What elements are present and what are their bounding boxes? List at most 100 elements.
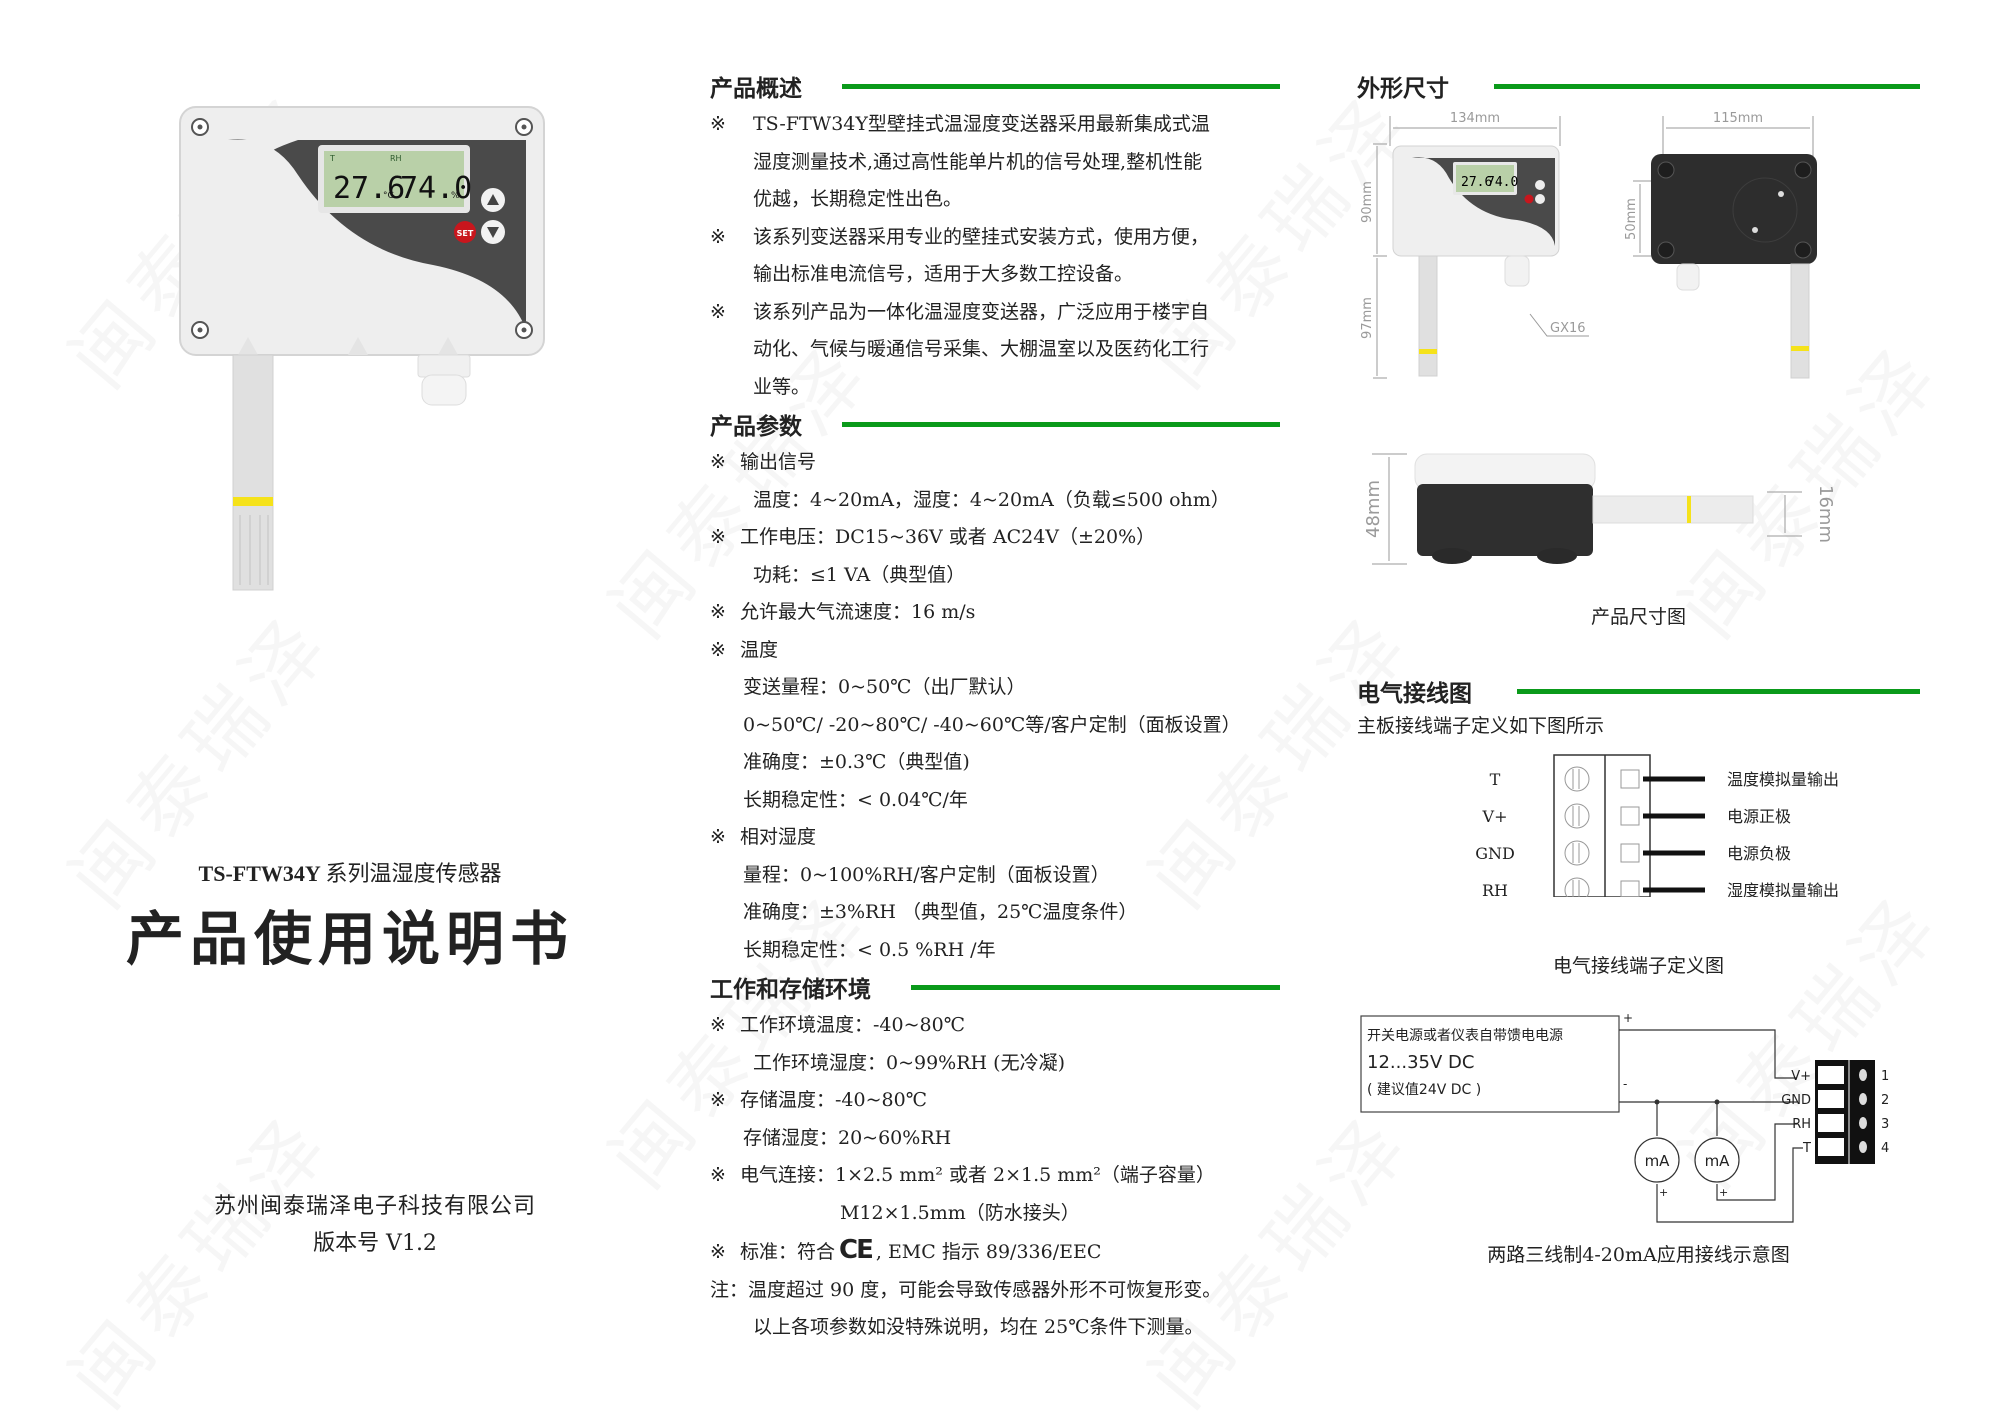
param-temp-range: 变送量程：0~50℃（出厂默认） (743, 676, 1026, 698)
cover-panel: T RH 27.6 °C 74.0 % SET TS-FTW34Y 系列温湿度传… (0, 0, 700, 1414)
dim-height-body: 90mm (1360, 181, 1375, 223)
param-rh-range: 量程：0~100%RH/客户定制（面板设置） (743, 863, 1110, 886)
ammeter-icon (1634, 1137, 1680, 1183)
lcd-temperature: 27.6 (333, 171, 405, 206)
green-rule (1494, 83, 1920, 89)
dim-width-front: 134mm (1450, 111, 1500, 126)
app-terminal-name: RH (1792, 1117, 1811, 1132)
svg-text:mA: mA (1645, 1152, 1671, 1170)
env-store-hum: 存储湿度：20~60%RH (743, 1126, 952, 1149)
env-standard-pre: 标准：符合 (740, 1241, 836, 1263)
terminal-pin-label: RH (1482, 881, 1508, 897)
section-heading: 电气接线图 (1357, 681, 1472, 707)
terminal-desc: 湿度模拟量输出 (1727, 881, 1839, 897)
svg-text:mA: mA (1705, 1152, 1731, 1170)
param-temp-options: 0~50℃/ -20~80℃/ -40~60℃等/客户定制（面板设置） (743, 713, 1241, 736)
terminal-definition-diagram: T V+ GND RH 温度模拟量输出 电源正极 电源负极 湿度模拟量输出 (1475, 754, 1839, 903)
reference-mark-icon: ※ (710, 225, 726, 248)
reference-mark-icon: ※ (710, 300, 726, 323)
ammeter-icon (1694, 1137, 1740, 1183)
reference-mark-icon: ※ (710, 1241, 726, 1263)
param-rh-stability: 长期稳定性：< 0.5 %RH /年 (743, 938, 996, 961)
supply-line-2: 12...35V DC (1367, 1052, 1474, 1073)
green-rule (842, 83, 1280, 89)
reference-mark-icon: ※ (710, 1089, 726, 1111)
dim-hole-spacing-v: 50mm (1624, 198, 1639, 240)
terminal-desc: 电源负极 (1727, 844, 1791, 863)
env-connection: 电气连接：1×2.5 mm² 或者 2×1.5 mm²（端子容量） (740, 1164, 1215, 1186)
svg-text:27.6: 27.6 (1461, 175, 1492, 190)
param-output-signal: 输出信号 (740, 451, 817, 473)
terminal-pin-label: GND (1475, 844, 1515, 863)
svg-text:SET: SET (457, 229, 474, 238)
param-airflow: 允许最大气流速度：16 m/s (740, 601, 976, 623)
app-terminal-name: T (1802, 1141, 1811, 1156)
param-temp-stability: 长期稳定性：< 0.04℃/年 (743, 788, 968, 811)
dimension-drawing-front-back: 134mm 90mm 97mm GX16 27.6 74.0 115mm 50m… (1360, 111, 1817, 379)
version-number: 版本号 V1.2 (313, 1231, 437, 1256)
lcd-hum-unit: % (451, 191, 460, 201)
app-terminal-num: 4 (1881, 1141, 1889, 1156)
dimensions-wiring-column: 外形尺寸 134mm 90mm 97mm GX16 27.6 74.0 (1357, 68, 1920, 1267)
section-heading: 产品参数 (710, 414, 802, 440)
param-voltage: 工作电压：DC15~36V 或者 AC24V（±20%） (740, 526, 1156, 548)
param-output-detail: 温度：4~20mA，湿度：4~20mA（负载≤500 ohm） (753, 488, 1230, 511)
dimension-caption: 产品尺寸图 (1590, 606, 1686, 628)
section-wiring-header: 电气接线图 (1357, 673, 1920, 709)
set-button (454, 221, 476, 243)
green-rule (911, 984, 1280, 990)
company-name: 苏州闽泰瑞泽电子科技有限公司 (213, 1194, 536, 1219)
application-wiring-diagram: 开关电源或者仪表自带馈电电源 12...35V DC ( 建议值24V DC )… (1360, 1011, 1889, 1223)
app-terminal-num: 3 (1881, 1117, 1889, 1132)
series-title: TS-FTW34Y 系列温湿度传感器 (0, 856, 700, 888)
section-heading: 产品概述 (710, 76, 802, 102)
app-terminal-name: V+ (1791, 1069, 1811, 1084)
specs-column: 产品概述 ※TS-FTW34Y型壁挂式温湿度变送器采用最新集成式温 湿度测量技术… (710, 68, 1280, 1347)
wiring-intro: 主板接线端子定义如下图所示 (1357, 715, 1605, 737)
note-line-2: 以上各项参数如没特殊说明，均在 25℃条件下测量。 (753, 1316, 1204, 1338)
env-standard-post: , EMC 指示 89/336/EEC (875, 1241, 1102, 1263)
env-work-hum: 工作环境湿度：0~99%RH (无冷凝) (753, 1051, 1065, 1074)
dim-connector-label: GX16 (1550, 321, 1586, 336)
note-line-1: 注：温度超过 90 度，可能会导致传感器外形不可恢复形变。 (710, 1278, 1222, 1301)
terminal-pin-label: V+ (1482, 807, 1508, 826)
lcd-rh-label: RH (390, 154, 402, 163)
terminal-rows (1564, 766, 1705, 903)
terminal-desc: 电源正极 (1727, 807, 1791, 826)
section-environment-header: 工作和存储环境 (710, 969, 1280, 1005)
dim-hole-spacing-h: 115mm (1713, 111, 1763, 126)
lcd-humidity: 74.0 (400, 171, 472, 206)
lcd-t-label: T (329, 154, 335, 163)
terminal-pin-label: T (1490, 770, 1501, 789)
param-power: 功耗：≤1 VA（典型值） (753, 563, 966, 586)
reference-mark-icon: ※ (710, 526, 726, 548)
svg-text:+: + (1623, 1011, 1633, 1025)
overview-item: ※该系列变送器采用专业的壁挂式安装方式，使用方便， 输出标准电流信号，适用于大多… (710, 219, 1280, 294)
section-heading: 外形尺寸 (1357, 76, 1449, 102)
dim-height-probe: 97mm (1360, 297, 1375, 339)
svg-text:74.0: 74.0 (1487, 175, 1518, 190)
section-dimensions-header: 外形尺寸 (1357, 68, 1920, 104)
green-rule (842, 421, 1280, 427)
app-terminal-name: GND (1781, 1093, 1811, 1108)
product-photo: T RH 27.6 °C 74.0 % SET (179, 106, 545, 591)
dim-depth: 48mm (1363, 480, 1384, 538)
section-overview-header: 产品概述 (710, 68, 1280, 104)
app-terminal-num: 2 (1881, 1093, 1889, 1108)
dimension-drawing-side: 48mm 16mm (1363, 453, 1836, 565)
reference-mark-icon: ※ (710, 1164, 726, 1186)
series-model: TS-FTW34Y (198, 861, 320, 886)
reference-mark-icon: ※ (710, 1014, 726, 1036)
param-temp-heading: 温度 (740, 638, 779, 661)
green-rule (1517, 688, 1920, 694)
svg-text:+: + (1719, 1186, 1728, 1199)
overview-item: ※TS-FTW34Y型壁挂式温湿度变送器采用最新集成式温 湿度测量技术,通过高性… (710, 106, 1280, 219)
svg-text:-: - (1623, 1077, 1627, 1091)
power-supply-box (1360, 1015, 1620, 1113)
supply-line-3: ( 建议值24V DC ) (1367, 1082, 1481, 1098)
param-rh-heading: 相对湿度 (740, 826, 817, 848)
series-suffix: 系列温湿度传感器 (325, 862, 502, 887)
reference-mark-icon: ※ (710, 638, 726, 661)
terminal-desc: 温度模拟量输出 (1727, 770, 1839, 789)
application-caption: 两路三线制4-20mA应用接线示意图 (1487, 1244, 1790, 1266)
